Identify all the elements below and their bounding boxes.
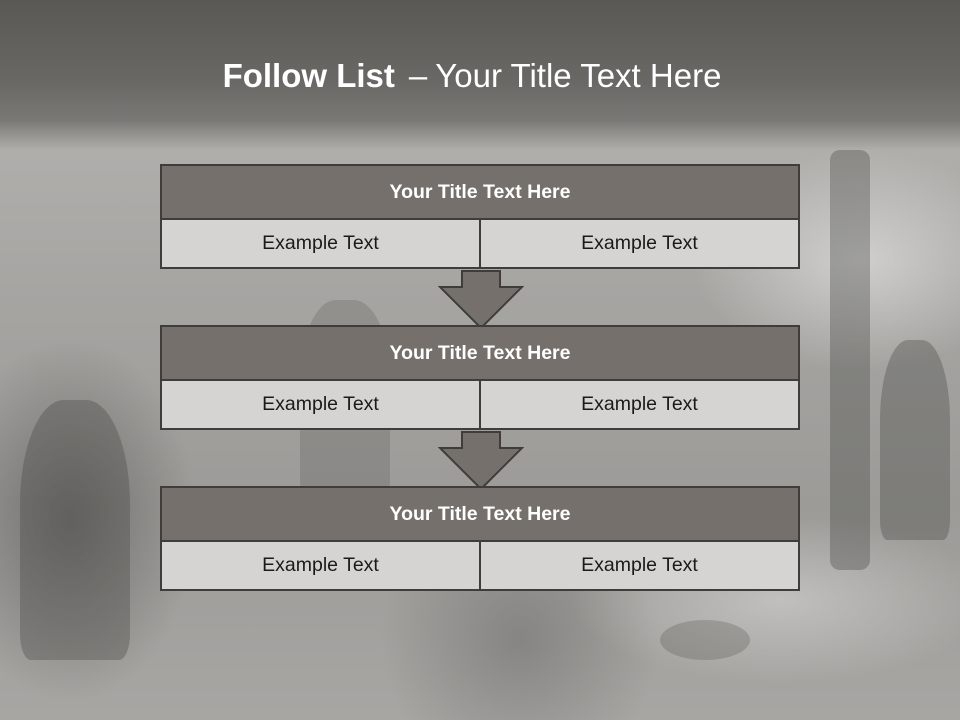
title-bar	[0, 0, 960, 150]
down-arrow-icon	[438, 270, 524, 330]
title-bold: Follow List	[222, 57, 395, 94]
block-cell-right: Example Text	[481, 542, 800, 591]
background-stand	[660, 620, 750, 660]
title-dash: –	[408, 57, 428, 94]
list-block-3: Your Title Text Here Example Text Exampl…	[160, 486, 800, 591]
block-row: Example Text Example Text	[160, 542, 800, 591]
background-pillar	[830, 150, 870, 570]
list-block-1: Your Title Text Here Example Text Exampl…	[160, 164, 800, 269]
block-title: Your Title Text Here	[160, 486, 800, 542]
block-row: Example Text Example Text	[160, 381, 800, 430]
block-row: Example Text Example Text	[160, 220, 800, 269]
title-rest: Your Title Text Here	[435, 57, 722, 94]
block-title: Your Title Text Here	[160, 164, 800, 220]
background-figure	[880, 340, 950, 540]
list-block-2: Your Title Text Here Example Text Exampl…	[160, 325, 800, 430]
down-arrow-icon	[438, 431, 524, 491]
block-title: Your Title Text Here	[160, 325, 800, 381]
block-cell-right: Example Text	[481, 381, 800, 430]
background-figure	[20, 400, 130, 660]
block-cell-left: Example Text	[160, 220, 481, 269]
block-cell-left: Example Text	[160, 381, 481, 430]
block-cell-right: Example Text	[481, 220, 800, 269]
slide-title: Follow List–Your Title Text Here	[0, 56, 944, 96]
block-cell-left: Example Text	[160, 542, 481, 591]
